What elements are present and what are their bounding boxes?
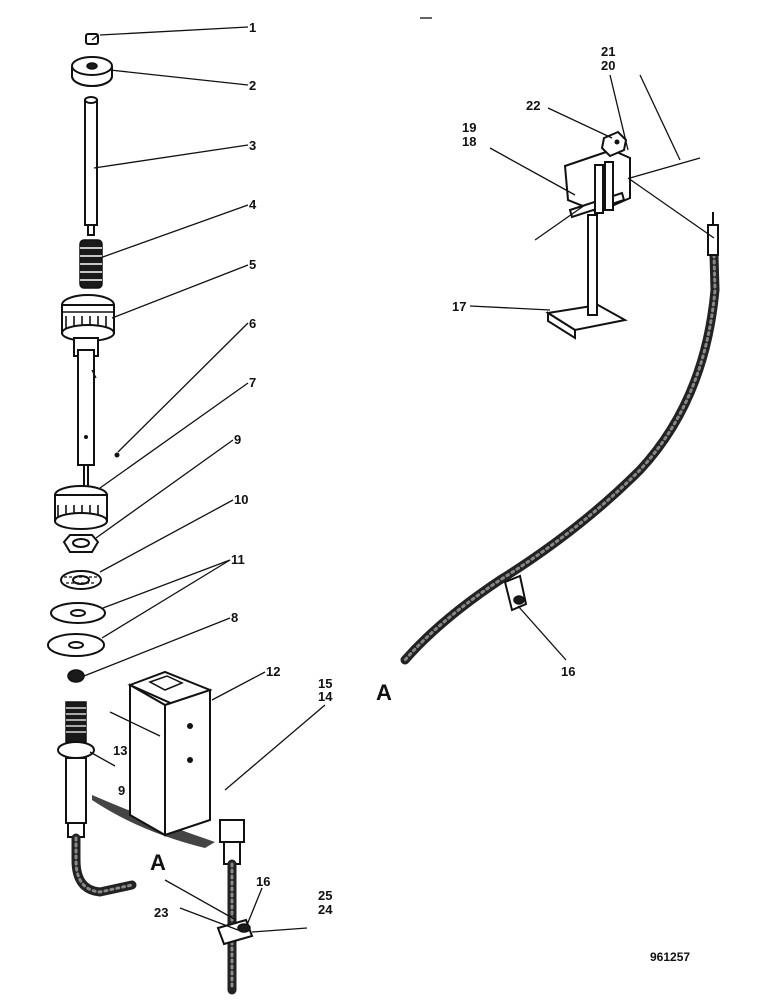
part-10-lock-washer [60,570,102,590]
callout-20: 20 [601,58,615,73]
callout-10: 10 [234,492,248,507]
part-11-flat-washer-lower [47,633,105,657]
callout-11: 11 [231,552,245,567]
part-7-ferrule [54,464,108,530]
callout-24: 24 [318,902,333,917]
callout-9-upper: 9 [234,432,241,447]
callout-1: 1 [249,20,256,35]
callout-14: 14 [318,689,333,704]
callout-8: 8 [231,610,238,625]
part-9-nut [62,534,100,553]
callout-15: 15 [318,676,332,691]
part-3-rod [84,96,98,236]
callout-5: 5 [249,257,256,272]
callout-9-lower: 9 [118,783,125,798]
callout-12: 12 [266,664,280,679]
callout-23: 23 [154,905,168,920]
callout-7: 7 [249,375,256,390]
callout-22: 22 [526,98,540,113]
connection-mark-a-right: A [376,680,392,705]
part-9-threaded-fitting [57,701,95,838]
part-16-cable-clip-right [503,574,528,612]
part-11-flat-washer-upper [50,602,106,624]
part-8-small-nut [67,669,85,683]
callout-3: 3 [249,138,256,153]
callout-21: 21 [601,44,615,59]
callout-13: 13 [113,743,127,758]
connection-mark-a-left: A [150,850,166,875]
part-22-nut [600,130,628,158]
callout-17: 17 [452,299,466,314]
callout-19: 19 [462,120,476,135]
part-12-mounting-bracket [127,670,213,837]
part-5-body-assembly [61,294,115,466]
callout-2: 2 [249,78,256,93]
callout-16-right: 16 [561,664,575,679]
callout-25: 25 [318,888,332,903]
part-6-pin [114,452,120,458]
part-17-stand [545,148,631,340]
callout-16-left: 16 [256,874,270,889]
drawing-reference-number: 961257 [650,950,690,964]
part-2-knob-cap [71,56,113,87]
part-4-spring [79,239,103,289]
part-1-screw [85,33,99,45]
callout-6: 6 [249,316,256,331]
callout-18: 18 [462,134,476,149]
callout-4: 4 [249,197,257,212]
